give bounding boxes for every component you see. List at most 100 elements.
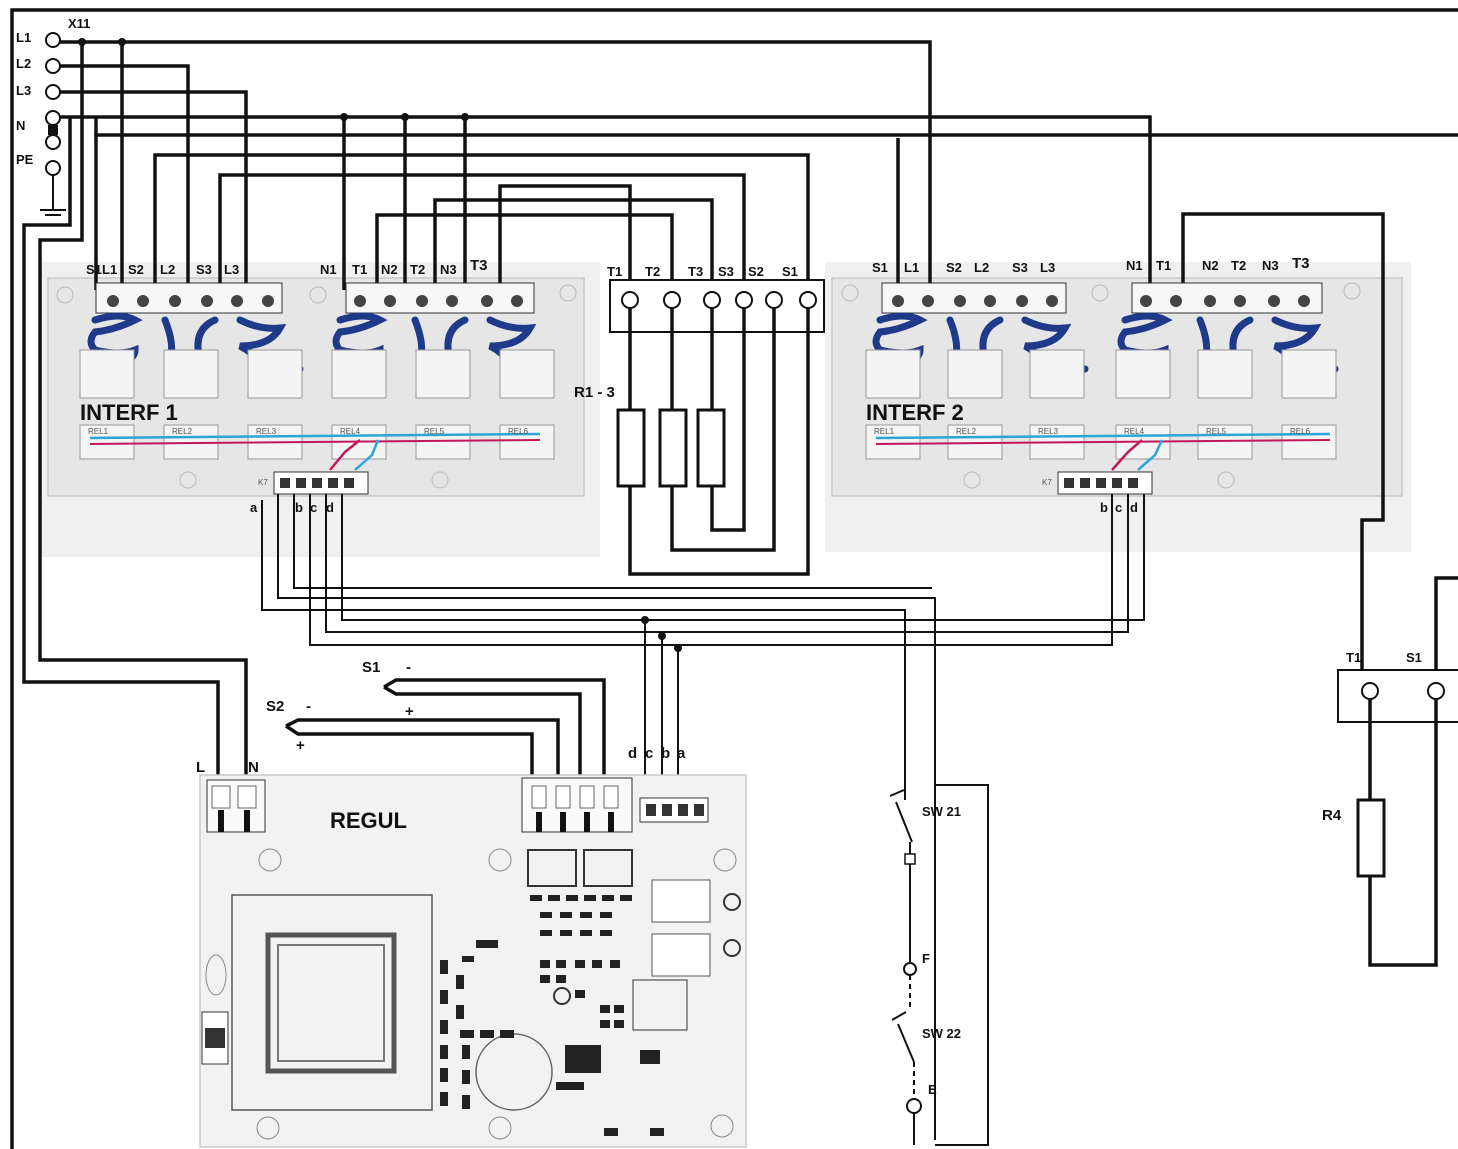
interf1-bus-d-label: d <box>326 500 334 515</box>
interf2-bus-c-label: c <box>1115 500 1122 515</box>
regul-ic <box>632 979 688 1031</box>
interf1-n1-label: N1 <box>320 262 337 277</box>
heater-t3-label: T3 <box>688 264 703 279</box>
frame <box>10 8 1458 1149</box>
interf1-rel2-label: REL2 <box>172 427 193 436</box>
safety-switches: SW 21 F SW 22 E <box>889 785 961 1145</box>
mains-n-terminal-b <box>45 134 61 150</box>
terminal-f <box>903 962 917 976</box>
interf2-rel2-label: REL2 <box>956 427 977 436</box>
regul-relay-2 <box>651 933 711 977</box>
mains-l3-terminal <box>45 84 61 100</box>
interf1-t2-label: T2 <box>410 262 425 277</box>
interf2-s3-label: S3 <box>1012 260 1028 275</box>
sensor-s2-plus: + <box>296 737 305 754</box>
interf2-relays <box>865 349 1337 471</box>
control-bus <box>261 494 1145 1146</box>
interf1-t3-label: T3 <box>470 257 488 274</box>
regul-transformer <box>231 894 433 1111</box>
regul-title: REGUL <box>330 808 407 833</box>
mains-l1-terminal <box>45 32 61 48</box>
interf2-bus-d-label: d <box>1130 500 1138 515</box>
interf2-rel6-label: REL6 <box>1290 427 1311 436</box>
interf1-rel4-label: REL4 <box>340 427 361 436</box>
mains-l2-label: L2 <box>16 56 31 71</box>
interf1-rel3-label: REL3 <box>256 427 277 436</box>
mains-pe-label: PE <box>16 152 34 167</box>
heater-resistor-label: R1 - 3 <box>574 384 615 401</box>
interf1-k7-label: K7 <box>258 478 268 487</box>
sw21-label: SW 21 <box>922 804 961 819</box>
sensor-s1: S1 - + <box>362 659 606 790</box>
regul-n-label: N <box>248 759 259 776</box>
interf1-t1-label: T1 <box>352 262 367 277</box>
interf1-module: S1 L1 S2 L2 S3 L3 N1 T1 N2 T2 N3 T3 <box>56 257 577 515</box>
sw22-contact <box>897 1023 915 1063</box>
interf2-n2-label: N2 <box>1202 258 1219 273</box>
heater-s1-label: S1 <box>782 264 798 279</box>
regul-chip-1 <box>527 849 577 887</box>
interf1-n3-label: N3 <box>440 262 457 277</box>
heater-s3-label: S3 <box>718 264 734 279</box>
mains-n-label: N <box>16 118 25 133</box>
resistor-r3 <box>696 408 726 488</box>
sensor-s2-minus: - <box>306 698 311 715</box>
mains-n-terminal-a <box>45 110 61 126</box>
sensor-s2: S2 - + <box>266 698 560 790</box>
interf2-rel3-label: REL3 <box>1038 427 1059 436</box>
regul-bus-b-label: b <box>661 745 670 762</box>
interf1-rel1-label: REL1 <box>88 427 109 436</box>
interf2-l2-label: L2 <box>974 260 989 275</box>
mains-terminal-block: X11 L1 L2 L3 N PE <box>16 16 90 216</box>
interf2-l1-label: L1 <box>904 260 919 275</box>
interf1-rel6-label: REL6 <box>508 427 529 436</box>
interf2-rel1-label: REL1 <box>874 427 895 436</box>
terminal-f-label: F <box>922 951 930 966</box>
right-t1-label: T1 <box>1346 650 1361 665</box>
interf2-l3-label: L3 <box>1040 260 1055 275</box>
interf2-rel4-label: REL4 <box>1124 427 1145 436</box>
interf2-t1-label: T1 <box>1156 258 1171 273</box>
interf2-s2-label: S2 <box>946 260 962 275</box>
interf1-l2-label: L2 <box>160 262 175 277</box>
sensor-s1-label: S1 <box>362 659 380 676</box>
sensor-s1-minus: - <box>406 659 411 676</box>
interf1-terminal-strip <box>95 282 535 314</box>
interf1-l3-label: L3 <box>224 262 239 277</box>
interf1-s1-label: S1 <box>86 262 102 277</box>
regul-bus-c-label: c <box>645 745 653 762</box>
interf2-title: INTERF 2 <box>866 400 964 425</box>
interf1-s3-label: S3 <box>196 262 212 277</box>
regul-bus-a-label: a <box>677 745 686 762</box>
interf1-bus-a-label: a <box>250 500 258 515</box>
terminal-e-label: E <box>928 1082 937 1097</box>
interf1-title: INTERF 1 <box>80 400 178 425</box>
regul-chip-2 <box>583 849 633 887</box>
heater-t1-label: T1 <box>607 264 622 279</box>
interf2-t3-label: T3 <box>1292 255 1310 272</box>
heater-s2-label: S2 <box>748 264 764 279</box>
sensor-s2-label: S2 <box>266 698 284 715</box>
regul-bus-d-label: d <box>628 745 637 762</box>
mains-n-bridge <box>48 125 58 135</box>
mains-pe-terminal <box>45 160 61 176</box>
sensor-s1-plus: + <box>405 703 414 720</box>
interf2-n1-label: N1 <box>1126 258 1143 273</box>
right-heater-block: T1 S1 R4 <box>1322 650 1458 967</box>
mains-wiring <box>22 38 1458 785</box>
right-s1-label: S1 <box>1406 650 1422 665</box>
regul-relay-1 <box>651 879 711 923</box>
interf2-n3-label: N3 <box>1262 258 1279 273</box>
mains-l1-label: L1 <box>16 30 31 45</box>
mains-l2-terminal <box>45 58 61 74</box>
interf1-bus-c-label: c <box>310 500 317 515</box>
interf1-board <box>47 277 585 497</box>
sw22-label: SW 22 <box>922 1026 961 1041</box>
interf2-rel5-label: REL5 <box>1206 427 1227 436</box>
resistor-r1 <box>616 408 646 488</box>
right-resistor-label: R4 <box>1322 807 1342 824</box>
interf2-module: S1 L1 S2 L2 S3 L3 N1 T1 N2 T2 N3 T3 <box>841 255 1361 515</box>
interf1-rel5-label: REL5 <box>424 427 445 436</box>
interf1-bus-b-label: b <box>295 500 303 515</box>
interf2-bus-b-label: b <box>1100 500 1108 515</box>
